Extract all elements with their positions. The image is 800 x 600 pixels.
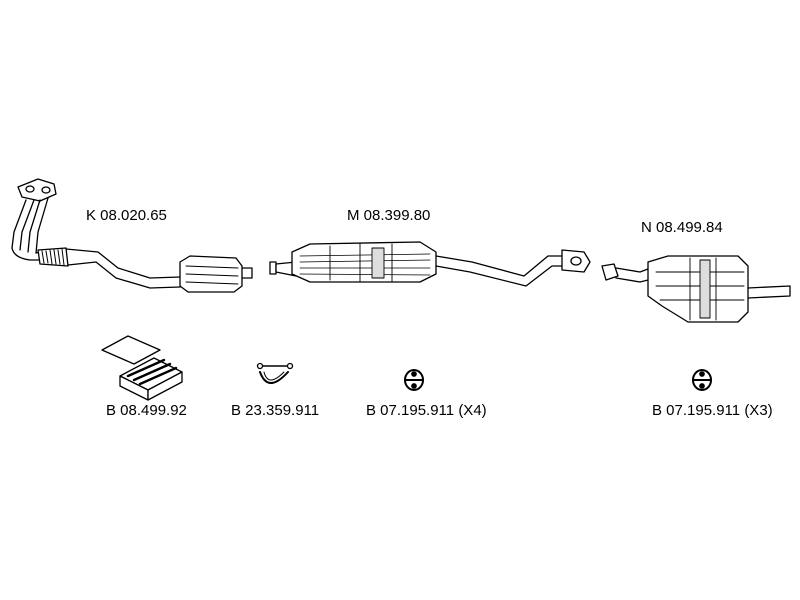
- mounting-kit-drawing: [101, 335, 183, 401]
- clamp-drawing: [256, 362, 294, 384]
- middle-silencer-label: M 08.399.80: [347, 207, 431, 224]
- rubber-mount-1-label: B 07.195.911 (X4): [366, 402, 487, 419]
- rubber-mount-2-label: B 07.195.911 (X3): [652, 402, 773, 419]
- rear-silencer-drawing: [601, 255, 791, 323]
- rubber-mount-2-drawing: [692, 369, 712, 391]
- rubber-mount-1-code: B 07.195.911: [366, 402, 455, 419]
- rubber-mount-1-drawing: [404, 369, 424, 391]
- mounting-kit-label: B 08.499.92: [106, 402, 187, 419]
- rubber-mount-1-qty: (X4): [458, 402, 487, 419]
- rubber-mount-2-qty: (X3): [744, 402, 773, 419]
- front-pipe-drawing: [11, 178, 253, 293]
- clamp-label: B 23.359.911: [231, 402, 320, 419]
- middle-silencer-drawing: [269, 241, 591, 287]
- rubber-mount-2-code: B 07.195.911: [652, 402, 741, 419]
- front-pipe-label: K 08.020.65: [86, 207, 167, 224]
- rear-silencer-label: N 08.499.84: [641, 219, 723, 236]
